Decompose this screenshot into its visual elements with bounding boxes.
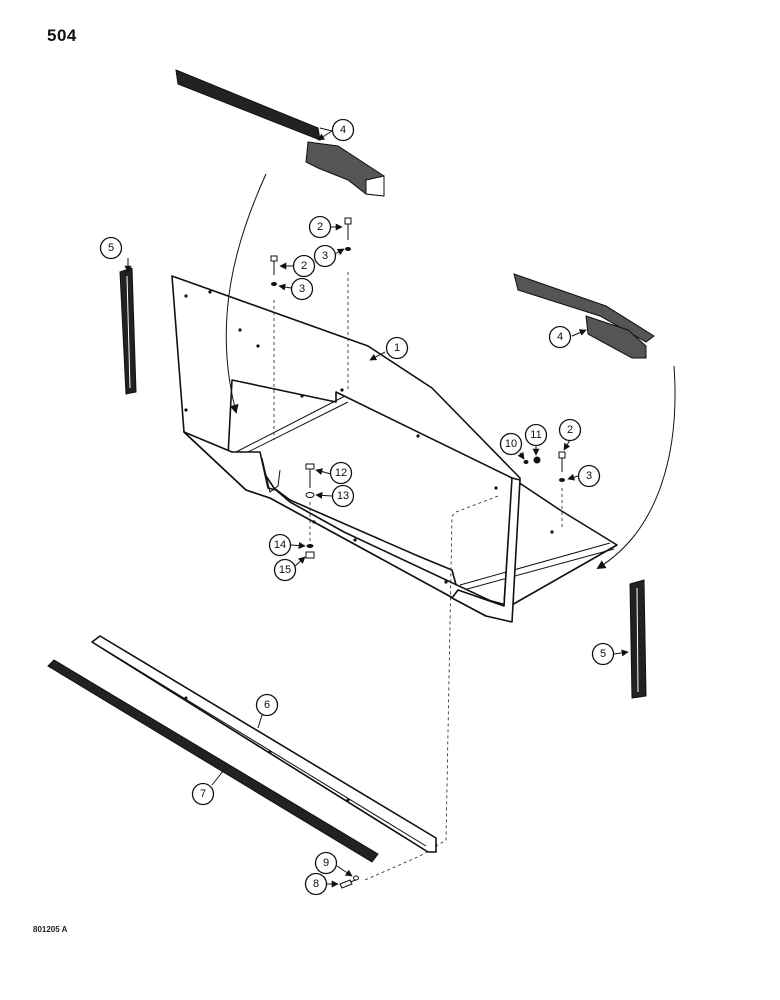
svg-text:3: 3 — [322, 250, 328, 262]
figure-code: 801205 A — [33, 925, 68, 934]
part-7-rod — [47, 659, 379, 863]
callout-5b: 5 — [591, 642, 615, 666]
svg-text:2: 2 — [567, 424, 573, 436]
svg-text:5: 5 — [600, 648, 606, 660]
svg-text:9: 9 — [323, 857, 329, 869]
callout-7: 7 — [191, 782, 215, 806]
callout-13: 13 — [331, 484, 355, 508]
svg-text:7: 7 — [200, 788, 206, 800]
callout-3c: 3 — [577, 464, 601, 488]
callout-8: 8 — [304, 872, 328, 896]
callout-2c: 2 — [558, 418, 582, 442]
callout-6: 6 — [255, 693, 279, 717]
callout-2b: 2 — [292, 254, 316, 278]
callout-15: 15 — [273, 558, 297, 582]
callout-5a: 5 — [99, 236, 123, 260]
callout-1: 1 — [385, 336, 409, 360]
part-1-panel — [171, 275, 618, 623]
callout-4b: 4 — [548, 325, 572, 349]
svg-text:3: 3 — [586, 470, 592, 482]
svg-text:10: 10 — [505, 438, 517, 450]
callout-12: 12 — [329, 461, 353, 485]
svg-text:15: 15 — [279, 564, 291, 576]
alignment-lines — [273, 272, 563, 881]
part-5-seal-left — [119, 267, 137, 395]
svg-text:6: 6 — [264, 699, 270, 711]
callout-3b: 3 — [290, 277, 314, 301]
callout-9: 9 — [314, 851, 338, 875]
part-6-bar — [91, 635, 437, 853]
svg-text:1: 1 — [394, 342, 400, 354]
svg-text:8: 8 — [313, 878, 319, 890]
install-arrows — [225, 173, 676, 569]
panel-holes — [184, 290, 554, 584]
callout-10: 10 — [499, 432, 523, 456]
part-4-seal-right — [513, 273, 655, 359]
callout-4a: 4 — [331, 118, 355, 142]
page-number: 504 — [47, 26, 77, 45]
callout-14: 14 — [268, 533, 292, 557]
svg-text:4: 4 — [340, 124, 346, 136]
svg-text:5: 5 — [108, 242, 114, 254]
svg-text:14: 14 — [274, 539, 286, 551]
svg-text:4: 4 — [557, 331, 563, 343]
callout-11: 11 — [524, 423, 548, 447]
svg-text:2: 2 — [301, 260, 307, 272]
callout-2a: 2 — [308, 215, 332, 239]
part-5-seal-right — [629, 579, 647, 699]
hardware — [270, 217, 566, 889]
leader-lines — [124, 127, 629, 888]
svg-text:13: 13 — [337, 490, 349, 502]
svg-text:3: 3 — [299, 283, 305, 295]
svg-text:11: 11 — [530, 429, 541, 441]
svg-text:12: 12 — [335, 467, 347, 479]
callout-3a: 3 — [313, 244, 337, 268]
svg-text:2: 2 — [317, 221, 323, 233]
part-4-seal-upper-left — [175, 69, 385, 197]
